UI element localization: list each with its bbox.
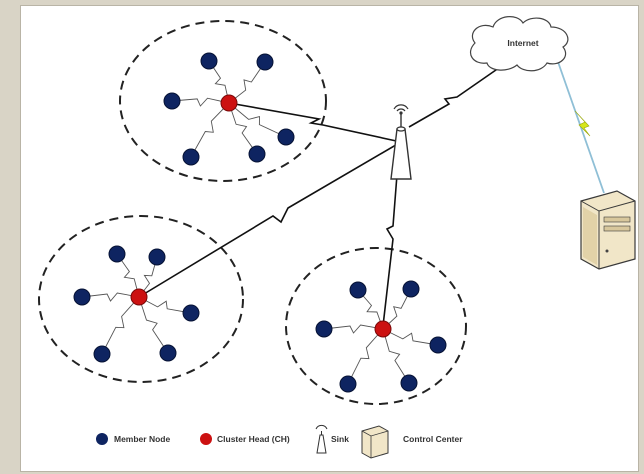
member-link-right-5 xyxy=(347,328,384,385)
member-link-left-3 xyxy=(81,292,140,302)
server-icon xyxy=(580,190,636,270)
sink-antenna-icon xyxy=(390,104,412,180)
internet-control-link xyxy=(556,58,605,194)
member-node-top-1 xyxy=(200,52,218,70)
cluster-boundary-left xyxy=(38,215,244,383)
member-node-top-2 xyxy=(256,53,274,71)
backbone-links xyxy=(138,62,507,327)
legend-member-node-swatch xyxy=(96,433,108,445)
member-node-left-5 xyxy=(93,345,111,363)
network-diagram: Internet Member Node Cluster Head (CH) xyxy=(38,16,636,459)
member-link-left-6 xyxy=(138,296,169,354)
cloud-icon: Internet xyxy=(470,16,569,72)
link-sink-to-ch-right xyxy=(382,148,400,327)
legend-member-node-label: Member Node xyxy=(114,434,170,444)
member-node-left-3 xyxy=(73,288,91,306)
diagram-panel: Internet Member Node Cluster Head (CH) xyxy=(20,5,639,472)
member-link-right-2 xyxy=(382,288,412,330)
member-link-top-2 xyxy=(228,61,266,104)
member-node-top-4 xyxy=(277,128,295,146)
legend-server-icon xyxy=(361,425,389,459)
member-link-right-4 xyxy=(382,328,439,346)
link-ch-left-to-sink xyxy=(138,141,402,298)
legend-cluster-head-swatch xyxy=(200,433,212,445)
member-node-right-5 xyxy=(339,375,357,393)
cluster-head-top xyxy=(220,94,238,112)
member-link-left-2 xyxy=(138,256,158,298)
member-link-top-6 xyxy=(228,102,258,155)
member-node-right-2 xyxy=(402,280,420,298)
member-node-left-2 xyxy=(148,248,166,266)
member-link-left-1 xyxy=(116,253,140,298)
legend-cluster-head-label: Cluster Head (CH) xyxy=(217,434,290,444)
member-node-right-1 xyxy=(349,281,367,299)
member-node-top-6 xyxy=(248,145,266,163)
member-nodes xyxy=(73,52,447,393)
member-link-left-4 xyxy=(138,296,192,314)
member-link-left-5 xyxy=(101,296,140,355)
member-link-top-1 xyxy=(208,60,230,104)
member-node-left-4 xyxy=(182,304,200,322)
legend-sink-label: Sink xyxy=(331,434,349,444)
legend-control-center-label: Control Center xyxy=(403,434,463,444)
member-link-right-1 xyxy=(357,289,384,330)
link-sink-to-internet xyxy=(408,62,507,128)
member-node-top-3 xyxy=(163,92,181,110)
cluster-head-right xyxy=(374,320,392,338)
member-node-left-6 xyxy=(159,344,177,362)
member-node-right-4 xyxy=(429,336,447,354)
cluster-boundary-right xyxy=(285,247,467,405)
member-links xyxy=(81,60,439,385)
member-link-top-4 xyxy=(228,102,287,138)
member-node-right-6 xyxy=(400,374,418,392)
member-link-right-3 xyxy=(323,324,384,334)
member-node-left-1 xyxy=(108,245,126,263)
cluster-heads xyxy=(130,94,392,338)
link-ch-top-to-sink xyxy=(228,102,402,143)
member-link-top-3 xyxy=(171,97,230,107)
legend-sink-icon xyxy=(315,424,328,454)
internet-label: Internet xyxy=(507,38,538,48)
cluster-boundary-top xyxy=(119,20,327,182)
member-link-right-6 xyxy=(382,328,410,384)
cluster-head-left xyxy=(130,288,148,306)
legend: Member Node Cluster Head (CH) Sink Contr… xyxy=(96,424,463,459)
member-link-top-5 xyxy=(190,102,230,158)
lightning-icon xyxy=(574,110,591,137)
member-node-right-3 xyxy=(315,320,333,338)
member-node-top-5 xyxy=(182,148,200,166)
